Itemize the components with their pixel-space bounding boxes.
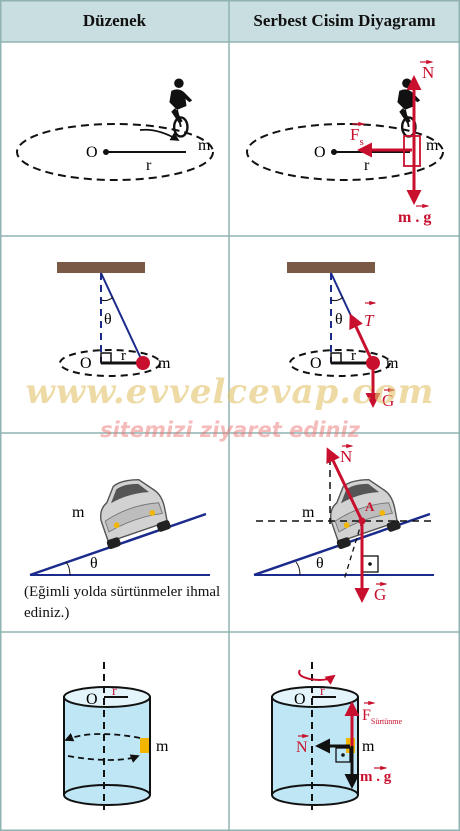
row3-setup: m θ bbox=[29, 470, 210, 577]
row3-fbd: A N m θ G bbox=[253, 443, 434, 604]
svg-text:m: m bbox=[72, 504, 85, 521]
svg-text:θ: θ bbox=[316, 555, 324, 572]
tension-label: T bbox=[364, 311, 375, 330]
svg-text:A: A bbox=[365, 499, 375, 514]
svg-text:G: G bbox=[374, 585, 386, 604]
svg-text:m: m bbox=[426, 137, 439, 154]
rotation-arrow bbox=[298, 669, 336, 685]
weight-label: m . g bbox=[398, 209, 431, 226]
circular-track bbox=[16, 123, 214, 181]
mass-block bbox=[140, 738, 149, 753]
normal-label: N bbox=[422, 63, 434, 82]
svg-text:m: m bbox=[302, 504, 315, 521]
normal-arrow bbox=[326, 447, 364, 522]
svg-text:O: O bbox=[294, 691, 306, 708]
watermark-site: www.evvelcevap.com bbox=[25, 372, 435, 412]
row2-fbd: θ T O r m G bbox=[287, 262, 399, 410]
svg-text:r: r bbox=[320, 684, 325, 699]
pendulum-string bbox=[100, 272, 144, 364]
svg-text:m: m bbox=[158, 355, 171, 372]
row1-radius-label: r bbox=[146, 157, 152, 174]
svg-text:m: m bbox=[362, 738, 375, 755]
svg-text:θ: θ bbox=[104, 311, 112, 328]
svg-text:θ: θ bbox=[90, 555, 98, 572]
row1-setup: O r m bbox=[16, 77, 214, 181]
cyclist-icon bbox=[396, 77, 422, 138]
pendulum-bob bbox=[136, 356, 150, 370]
watermark-tagline: sitemizi ziyaret ediniz bbox=[100, 418, 360, 442]
friction-label: Fs bbox=[350, 125, 364, 148]
row1-center-label: O bbox=[86, 144, 98, 161]
svg-text:m . g: m . g bbox=[360, 769, 392, 785]
row4-fbd: O r FSürtünme N m m . g bbox=[271, 662, 402, 810]
svg-text:m: m bbox=[156, 738, 169, 755]
svg-text:O: O bbox=[310, 355, 322, 372]
car-icon bbox=[88, 470, 173, 551]
svg-text:r: r bbox=[351, 348, 356, 364]
svg-text:O: O bbox=[80, 355, 92, 372]
header-free-body-diagram: Serbest Cisim Diyagramı bbox=[253, 11, 436, 30]
svg-text:m: m bbox=[386, 355, 399, 372]
svg-text:r: r bbox=[121, 348, 126, 364]
header-band bbox=[0, 0, 460, 42]
svg-text:O: O bbox=[86, 691, 98, 708]
svg-text:FSürtünme: FSürtünme bbox=[362, 707, 402, 726]
svg-text:r: r bbox=[364, 157, 370, 174]
row1-mass-label: m bbox=[198, 137, 211, 154]
svg-text:O: O bbox=[314, 144, 326, 161]
ceiling bbox=[57, 262, 145, 273]
cylinder-body bbox=[64, 697, 150, 795]
row3-note: (Eğimli yolda sürtünmeler ihmal ediniz.) bbox=[24, 584, 221, 621]
svg-text:N: N bbox=[340, 447, 352, 466]
weight-label: G bbox=[382, 391, 394, 410]
svg-text:N: N bbox=[296, 739, 308, 756]
header-setup: Düzenek bbox=[82, 11, 147, 30]
row1-fbd: N Fs O r m m . g bbox=[246, 59, 444, 226]
svg-text:θ: θ bbox=[335, 311, 343, 328]
tension-arrow bbox=[349, 313, 375, 364]
cyclist-icon bbox=[168, 77, 194, 138]
row2-setup: θ O r m bbox=[57, 262, 171, 377]
svg-text:r: r bbox=[112, 684, 117, 699]
row4-setup: O r m bbox=[63, 662, 169, 810]
